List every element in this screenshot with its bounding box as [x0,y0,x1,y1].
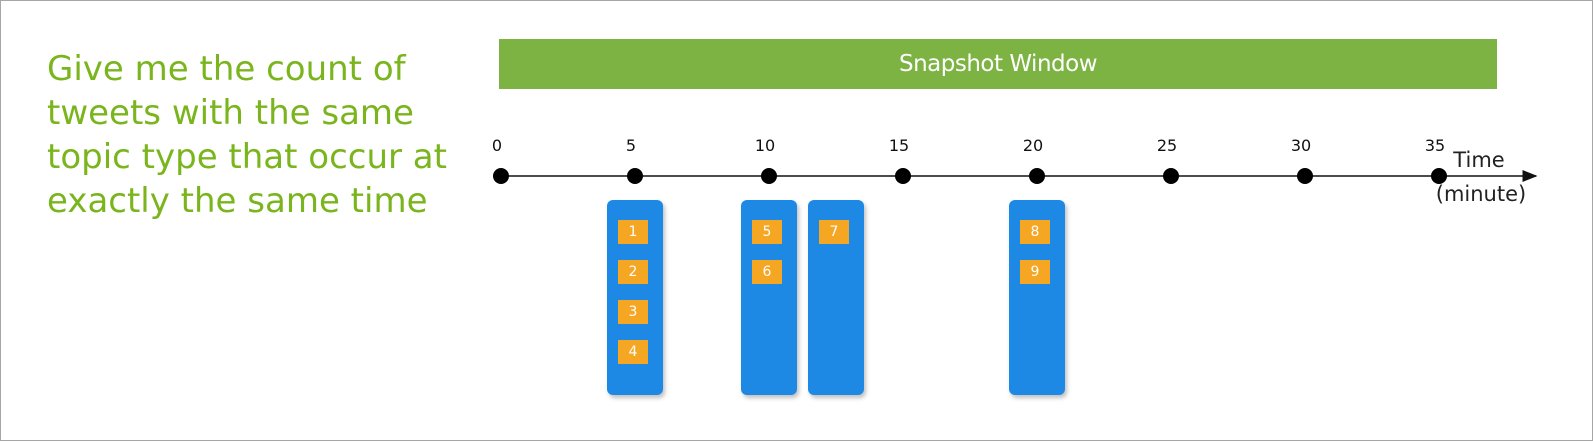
tick-label: 10 [755,136,775,155]
tick-label: 35 [1425,136,1445,155]
time-ticks: 0 5 10 15 20 25 30 35 [492,136,1447,184]
prompt-text: Give me the count of tweets with the sam… [47,49,447,221]
tick-label: 25 [1157,136,1177,155]
tick-label: 30 [1291,136,1311,155]
tick-label: 20 [1023,136,1043,155]
snapshot-window-label: Snapshot Window [898,51,1098,77]
event-group: 1 2 3 4 [607,200,663,395]
tick-label: 15 [889,136,909,155]
event-item: 5 [752,220,782,244]
axis-label-unit: (minute) [1436,182,1526,206]
event-item: 8 [1020,220,1050,244]
event-item: 9 [1020,260,1050,284]
tick-dot [895,168,911,184]
event-item: 6 [752,260,782,284]
event-item: 1 [618,220,648,244]
tick-label: 5 [626,136,636,155]
event-item: 3 [618,300,648,324]
tick-label: 0 [492,136,502,155]
event-item: 4 [618,340,648,364]
tick-dot [761,168,777,184]
axis-label-time: Time [1452,148,1504,172]
event-item: 2 [618,260,648,284]
tick-dot [627,168,643,184]
tick-dot [1029,168,1045,184]
snapshot-window-bar: Snapshot Window [499,39,1497,89]
event-item: 7 [819,220,849,244]
tick-dot [1297,168,1313,184]
event-group: 7 [808,200,864,395]
tick-dot [1431,168,1447,184]
tick-dot [1163,168,1179,184]
tick-dot [493,168,509,184]
